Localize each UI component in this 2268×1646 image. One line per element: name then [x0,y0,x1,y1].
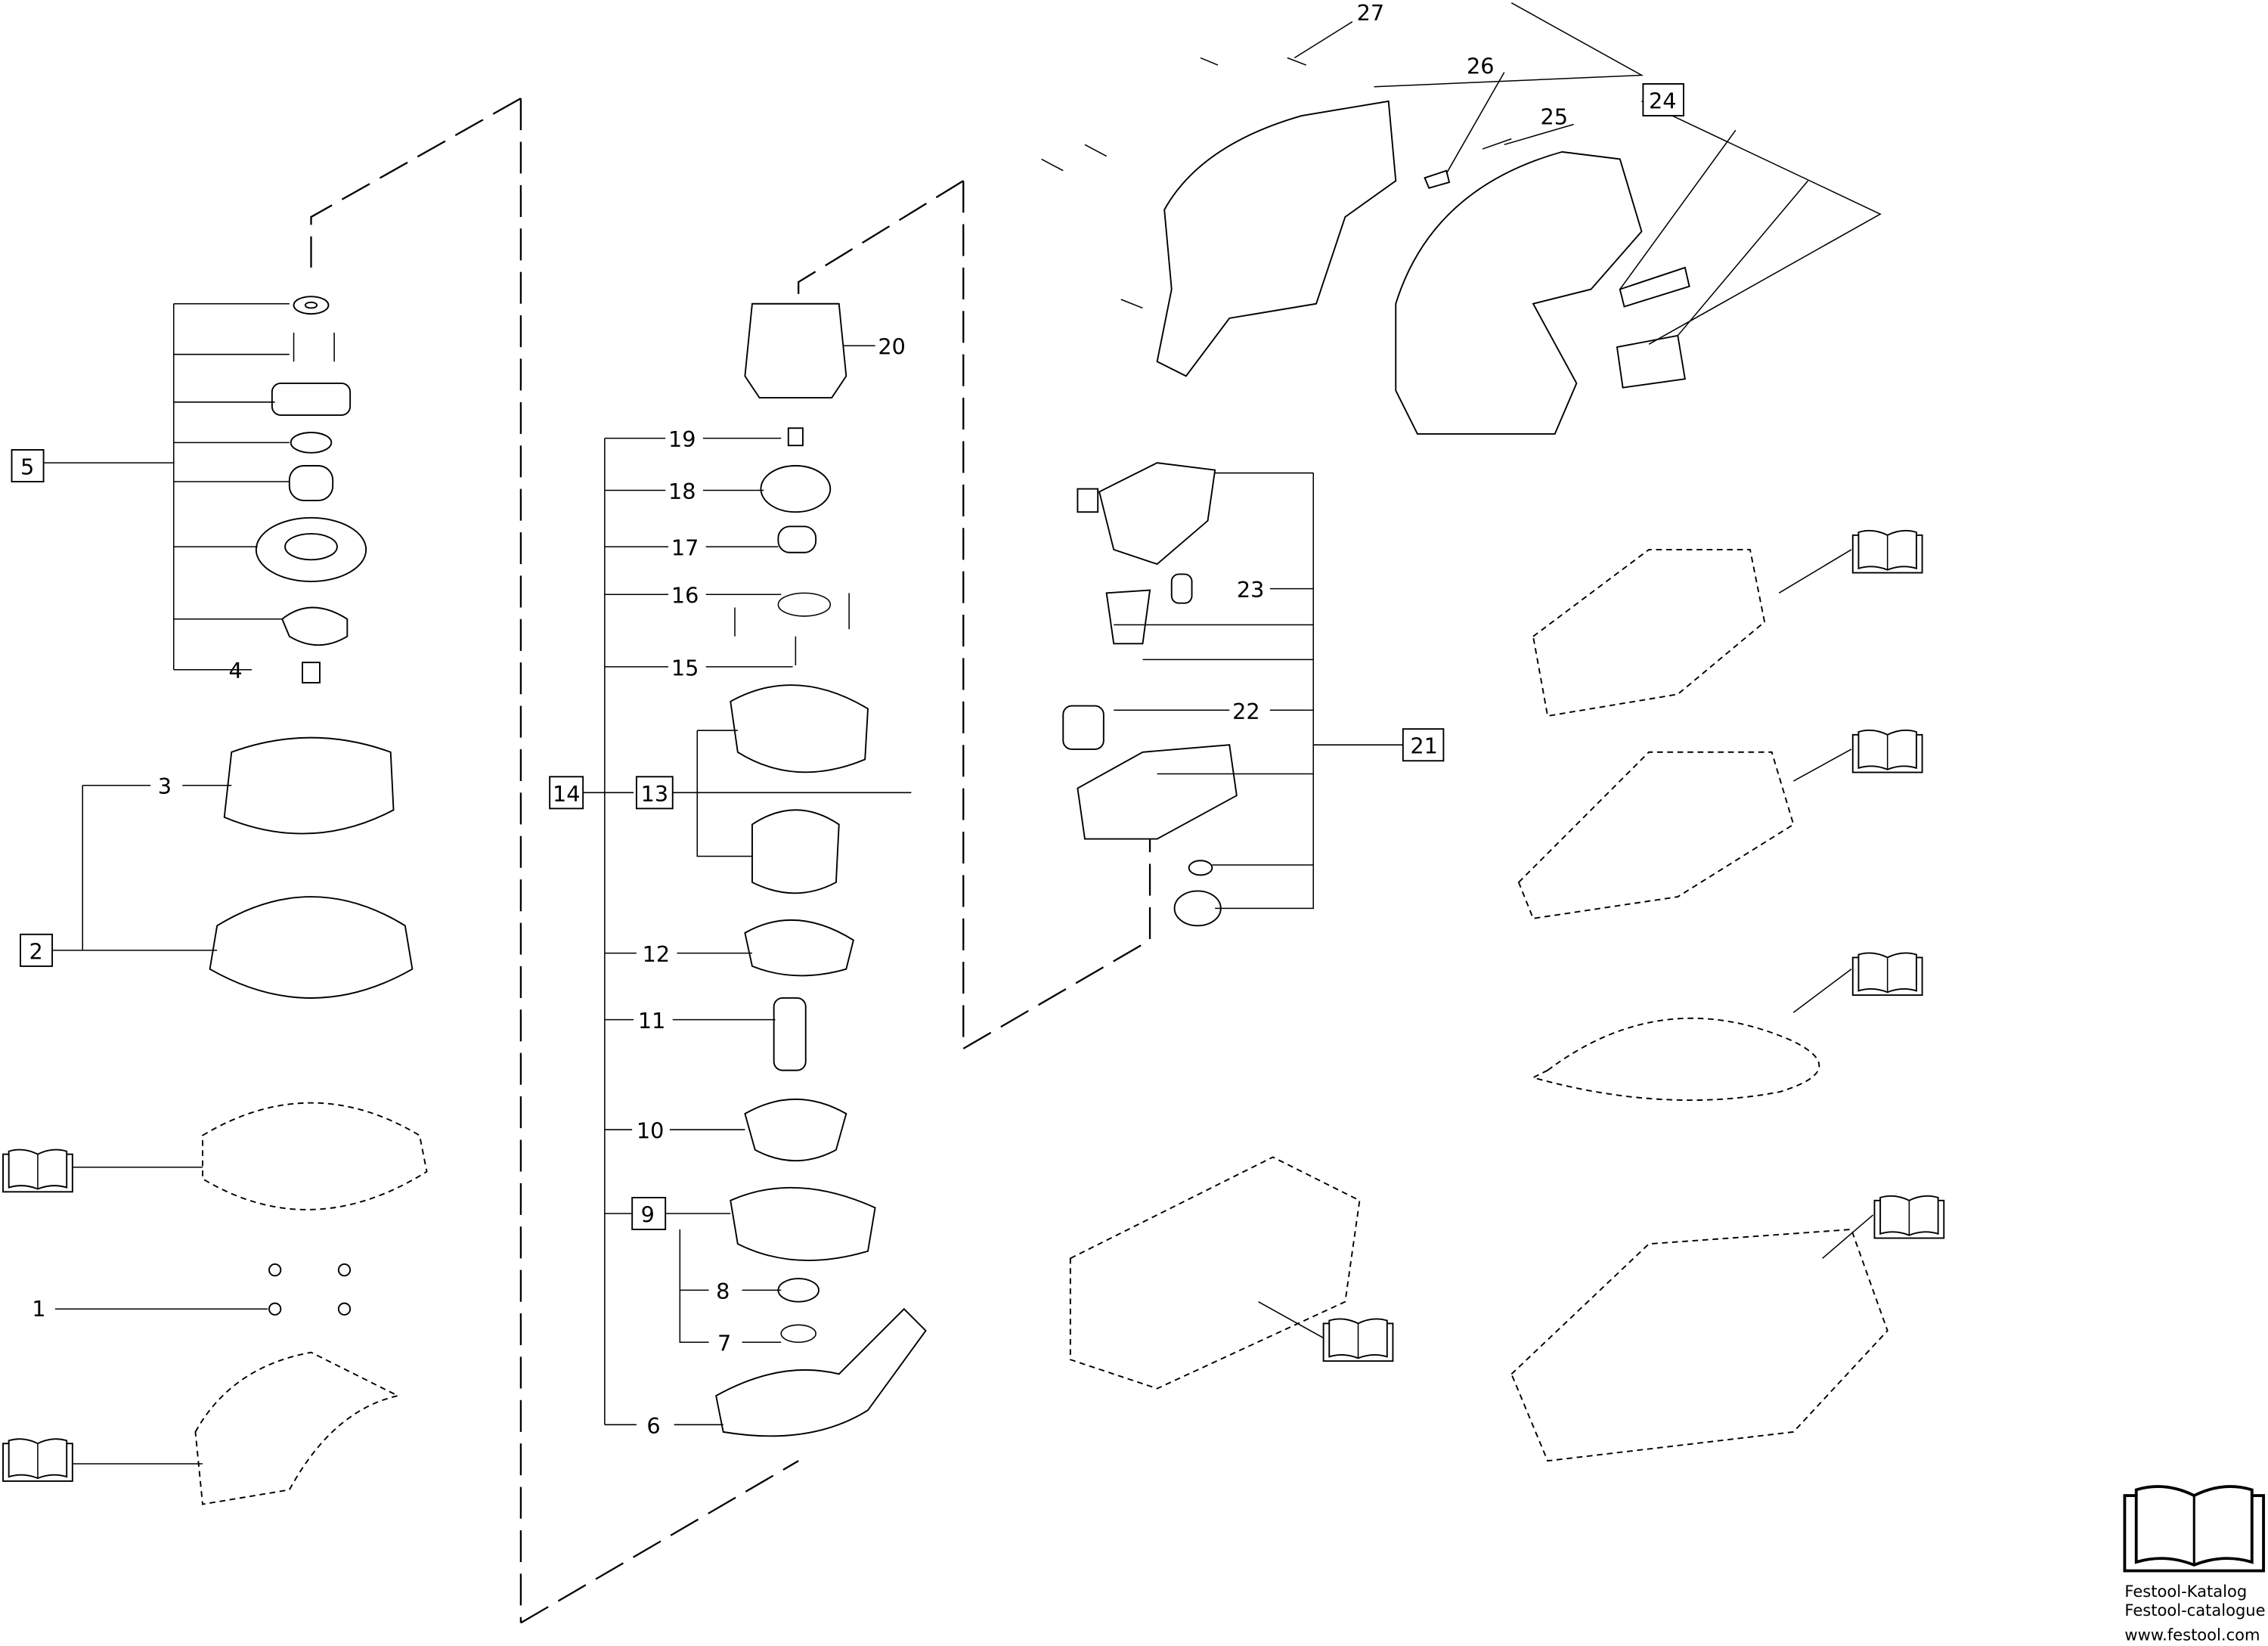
callout-23: 23 [1237,577,1265,603]
catalog-book-icon [1851,952,1923,997]
callout-12: 12 [643,941,671,967]
callout-11: 11 [638,1008,666,1034]
catalog-book-icon-large [2123,1485,2265,1573]
catalog-book-icon [1851,729,1923,773]
accessory-parts [1069,548,1888,1462]
callout-26: 26 [1467,54,1495,79]
callout-13: 13 [641,781,669,807]
catalog-book-icon [1851,529,1923,574]
callout-2: 2 [29,938,42,964]
catalog-book-icon [1873,1195,1945,1239]
catalog-label-fr: Festool-catalogue [2124,1601,2265,1620]
callout-20: 20 [878,334,906,360]
callout-22: 22 [1232,699,1260,724]
callout-6: 6 [646,1413,660,1439]
callout-16: 16 [671,583,699,609]
callout-25: 25 [1541,104,1569,130]
callout-4: 4 [228,658,242,684]
callout-1: 1 [32,1296,45,1322]
leader-lines [43,2,1882,1465]
callout-17: 17 [671,535,699,561]
callout-18: 18 [668,479,696,504]
catalog-label-de: Festool-Katalog [2124,1582,2247,1601]
housing-parts [1041,57,1690,927]
callout-9: 9 [641,1201,655,1227]
catalog-url: www.festool.com [2124,1625,2260,1644]
callout-21: 21 [1410,733,1438,759]
boxed-callouts [11,82,1684,1231]
catalog-reference: Festool-Katalog Festool-catalogue www.fe… [2124,1582,2265,1644]
catalog-book-icon [2,1148,73,1193]
callout-15: 15 [671,655,699,680]
callout-labels: 1 2 3 4 5 6 7 8 9 10 11 12 13 14 15 16 1… [20,0,1677,1439]
catalog-book-icon [2,1438,73,1482]
callout-7: 7 [717,1331,731,1356]
left-parts [194,296,428,1505]
middle-parts [715,302,927,1437]
callout-27: 27 [1357,0,1385,26]
callout-24: 24 [1649,88,1677,113]
callout-19: 19 [668,426,696,452]
callout-10: 10 [637,1118,665,1144]
callout-5: 5 [20,454,34,479]
callout-8: 8 [716,1279,730,1304]
callout-14: 14 [553,781,581,807]
callout-3: 3 [158,773,172,799]
catalog-book-icon [1322,1318,1394,1362]
